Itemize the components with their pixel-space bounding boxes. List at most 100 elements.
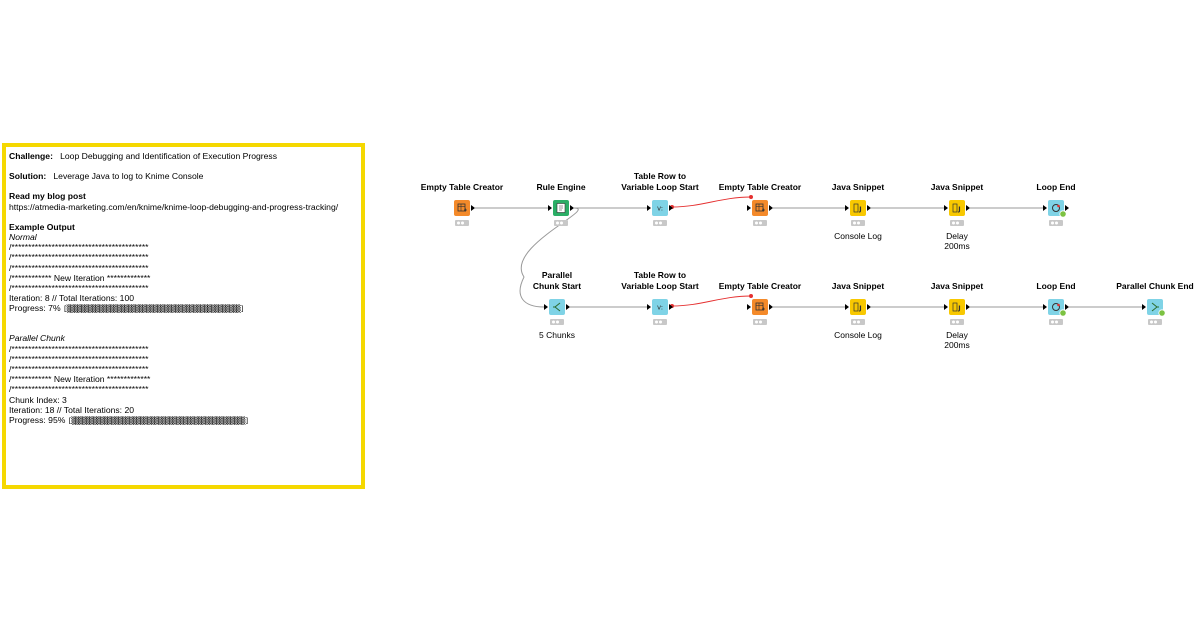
table-plus-icon	[457, 203, 467, 212]
normal-line: /***************************************…	[9, 282, 149, 293]
example-label-line: Example Output	[9, 222, 359, 232]
challenge-text: Loop Debugging and Identification of Exe…	[60, 151, 278, 161]
input-port[interactable]	[845, 205, 849, 211]
node-title: Table Row to	[634, 270, 686, 280]
node-n10[interactable]: Empty Table Creator	[719, 281, 802, 325]
node-title: Empty Table Creator	[719, 281, 802, 291]
status-indicator	[554, 220, 568, 226]
output-port[interactable]	[769, 304, 773, 310]
node-body[interactable]	[1147, 299, 1163, 315]
input-port[interactable]	[548, 205, 552, 211]
node-body[interactable]	[652, 200, 668, 216]
parallel-progress-label: Progress: 95%	[9, 414, 66, 425]
status-indicator	[851, 319, 865, 325]
output-port[interactable]	[867, 304, 871, 310]
normal-line: /************ New Iteration ************…	[9, 272, 151, 283]
java-icon: J	[853, 302, 862, 312]
blog-label-line: Read my blog post	[9, 191, 359, 201]
node-n1[interactable]: Empty Table Creator	[421, 182, 504, 226]
loop-end-icon	[1052, 204, 1060, 212]
input-port[interactable]	[1043, 304, 1047, 310]
node-n14[interactable]: Parallel Chunk End	[1116, 281, 1194, 325]
input-port[interactable]	[647, 304, 651, 310]
node-body[interactable]	[752, 299, 768, 315]
normal-line: /***************************************…	[9, 262, 149, 273]
svg-text:v:: v:	[657, 304, 663, 312]
node-label: Console Log	[834, 330, 882, 340]
normal-line: Iteration: 8 // Total Iterations: 100	[9, 293, 135, 304]
node-title: Variable Loop Start	[621, 281, 699, 291]
parallel-output: /***************************************…	[9, 344, 359, 415]
status-indicator	[950, 220, 964, 226]
node-title: Java Snippet	[931, 281, 984, 291]
blog-label: Read my blog post	[9, 191, 86, 202]
workflow-annotation[interactable]: Challenge: Loop Debugging and Identifica…	[2, 143, 365, 489]
input-port[interactable]	[944, 205, 948, 211]
node-body[interactable]	[1048, 200, 1064, 216]
svg-text:J: J	[858, 304, 861, 312]
input-port[interactable]	[1043, 205, 1047, 211]
node-body[interactable]	[1048, 299, 1064, 315]
normal-label-line: Normal	[9, 232, 359, 242]
node-label: Delay	[946, 231, 968, 241]
parallel-line: /***************************************…	[9, 343, 149, 354]
input-port[interactable]	[944, 304, 948, 310]
node-n4[interactable]: Empty Table Creator	[719, 182, 802, 226]
node-label: Delay	[946, 330, 968, 340]
node-title: Parallel	[542, 270, 572, 280]
output-port[interactable]	[669, 205, 673, 211]
java-icon: J	[952, 203, 961, 213]
output-port[interactable]	[471, 205, 475, 211]
normal-label: Normal	[9, 231, 37, 242]
output-port[interactable]	[966, 304, 970, 310]
node-title: Parallel Chunk End	[1116, 281, 1193, 291]
solution-text: Leverage Java to log to Knime Console	[53, 171, 204, 182]
input-port[interactable]	[1142, 304, 1146, 310]
svg-text:J: J	[858, 205, 861, 213]
java-icon: J	[853, 203, 862, 213]
output-port[interactable]	[566, 304, 570, 310]
connection-variable[interactable]	[671, 196, 752, 208]
output-port[interactable]	[769, 205, 773, 211]
output-port[interactable]	[1065, 205, 1069, 211]
check-badge-icon	[1059, 309, 1067, 317]
output-port[interactable]	[669, 304, 673, 310]
variable-port-in[interactable]	[749, 195, 753, 199]
normal-output: /***************************************…	[9, 242, 359, 303]
input-port[interactable]	[845, 304, 849, 310]
node-title: Loop End	[1036, 281, 1075, 291]
output-port[interactable]	[570, 205, 574, 211]
node-body[interactable]	[454, 200, 470, 216]
blog-url[interactable]: https://atmedia-marketing.com/en/knime/k…	[9, 201, 339, 212]
node-n13[interactable]: Loop End	[1036, 281, 1076, 325]
node-n2[interactable]: Rule Engine	[536, 182, 586, 226]
challenge-line: Challenge: Loop Debugging and Identifica…	[9, 151, 359, 161]
node-n7[interactable]: Loop End	[1036, 182, 1076, 226]
input-port[interactable]	[647, 205, 651, 211]
input-port[interactable]	[747, 304, 751, 310]
node-body[interactable]	[549, 299, 565, 315]
status-indicator	[653, 220, 667, 226]
node-title: Chunk Start	[533, 281, 581, 291]
connection-data[interactable]	[519, 207, 579, 308]
check-badge-icon	[1059, 210, 1067, 218]
input-port[interactable]	[544, 304, 548, 310]
node-body[interactable]	[752, 200, 768, 216]
variable-port-in[interactable]	[749, 294, 753, 298]
status-indicator	[1049, 220, 1063, 226]
connection-variable[interactable]	[671, 295, 752, 307]
output-port[interactable]	[867, 205, 871, 211]
input-port[interactable]	[747, 205, 751, 211]
node-body[interactable]	[652, 299, 668, 315]
output-port[interactable]	[1065, 304, 1069, 310]
output-port[interactable]	[966, 205, 970, 211]
